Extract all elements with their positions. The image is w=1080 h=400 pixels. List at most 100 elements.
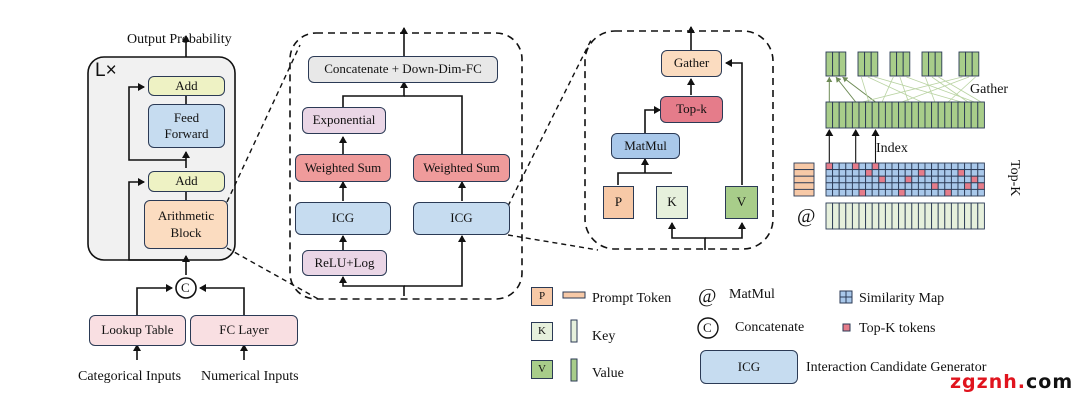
concat-symbol: C xyxy=(181,280,190,295)
similarity-cell xyxy=(970,162,979,171)
topk-cell xyxy=(917,169,926,177)
gather-line xyxy=(906,76,975,103)
similarity-cell xyxy=(904,162,913,171)
similarity-cell xyxy=(904,169,913,177)
legend-icg-full: Interaction Candidate Generator xyxy=(806,360,987,375)
key-token xyxy=(884,202,893,230)
similarity-cell xyxy=(977,169,985,177)
similarity-cell xyxy=(865,188,873,197)
value-token xyxy=(977,101,985,129)
similarity-cell xyxy=(845,162,853,171)
value-token xyxy=(838,101,847,129)
similarity-cell xyxy=(931,188,939,197)
value-token xyxy=(924,101,933,129)
repeat-label: L× xyxy=(95,60,117,81)
key-token xyxy=(845,202,853,230)
similarity-cell xyxy=(917,188,926,197)
feed-forward-box: Feed Forward xyxy=(148,104,225,148)
value-token xyxy=(825,101,834,129)
prompt-token-row xyxy=(793,169,815,177)
gathered-token-1-2 xyxy=(870,51,879,77)
topk-cell xyxy=(851,162,860,171)
legend-concat-circle xyxy=(697,317,719,339)
similarity-cell xyxy=(832,175,840,184)
prompt-token-row xyxy=(793,175,815,184)
gathered-token-2-2 xyxy=(902,51,911,77)
add-top-box: Add xyxy=(148,76,225,96)
similarity-cell xyxy=(878,182,886,190)
legend-prompt-token: Prompt Token xyxy=(592,291,672,306)
topk-vertical-label: Top-K xyxy=(1007,160,1022,197)
weighted-sum-left-box: Weighted Sum xyxy=(295,154,391,182)
similarity-cell xyxy=(832,162,840,171)
similarity-cell xyxy=(937,169,946,177)
similarity-cell xyxy=(878,188,886,197)
similarity-cell xyxy=(838,188,847,197)
value-token xyxy=(884,101,893,129)
similarity-cell xyxy=(917,182,926,190)
similarity-cell xyxy=(950,188,959,197)
gathered-token-4-2 xyxy=(971,51,980,77)
similarity-cell xyxy=(911,182,919,190)
similarity-cell xyxy=(851,188,860,197)
similarity-cell xyxy=(825,175,834,184)
gather-line xyxy=(860,76,870,103)
similarity-cell xyxy=(931,169,939,177)
similarity-cell xyxy=(845,169,853,177)
gather-illustration xyxy=(793,51,985,230)
gathered-token-3-0 xyxy=(921,51,930,77)
similarity-cell xyxy=(838,169,847,177)
similarity-cell xyxy=(964,188,972,197)
similarity-cell xyxy=(931,162,939,171)
gathered-token-2-1 xyxy=(896,51,904,77)
similarity-cell xyxy=(884,175,893,184)
topk-cell xyxy=(970,175,979,184)
numerical-inputs-label: Numerical Inputs xyxy=(201,369,299,384)
gather-box: Gather xyxy=(661,50,722,77)
icg-right-box: ICG xyxy=(413,202,510,235)
key-token xyxy=(924,202,933,230)
similarity-cell xyxy=(838,175,847,184)
similarity-cell xyxy=(898,182,906,190)
gathered-token-1-1 xyxy=(864,51,872,77)
similarity-cell xyxy=(858,162,867,171)
topk-cell xyxy=(964,182,972,190)
legend-value-bar xyxy=(570,358,578,382)
legend-icg-box: ICG xyxy=(700,350,798,384)
key-token xyxy=(957,202,966,230)
similarity-cell xyxy=(944,182,952,190)
arithmetic-block-box: Arithmetic Block xyxy=(144,200,228,249)
similarity-cell xyxy=(851,169,860,177)
similarity-cell xyxy=(832,188,840,197)
similarity-cell xyxy=(957,182,966,190)
similarity-cell xyxy=(858,182,867,190)
value-token xyxy=(911,101,919,129)
legend-key-bar xyxy=(570,319,578,343)
exponential-box: Exponential xyxy=(302,107,386,134)
similarity-cell xyxy=(825,169,834,177)
similarity-cell xyxy=(898,162,906,171)
legend-at-symbol: @ xyxy=(698,285,717,307)
gather-illustration-label: Gather xyxy=(970,82,1009,97)
similarity-cell xyxy=(891,169,900,177)
k-box: K xyxy=(656,186,688,219)
topk-token-icon xyxy=(842,323,851,332)
topk-cell xyxy=(825,162,834,171)
topk-cell xyxy=(898,188,906,197)
legend-concatenate: Concatenate xyxy=(735,320,805,335)
similarity-cell xyxy=(845,188,853,197)
gathered-token-0-2 xyxy=(838,51,847,77)
similarity-cell xyxy=(884,169,893,177)
topk-cell xyxy=(865,169,873,177)
similarity-cell xyxy=(858,169,867,177)
gather-line xyxy=(931,76,969,103)
legend-value: Value xyxy=(592,366,624,381)
similarity-cell xyxy=(865,182,873,190)
similarity-cell xyxy=(871,182,880,190)
value-token xyxy=(944,101,952,129)
key-token xyxy=(977,202,985,230)
gather-line xyxy=(899,76,909,103)
similarity-cell xyxy=(851,175,860,184)
similarity-cell xyxy=(977,175,985,184)
fc-layer-box: FC Layer xyxy=(190,315,298,346)
